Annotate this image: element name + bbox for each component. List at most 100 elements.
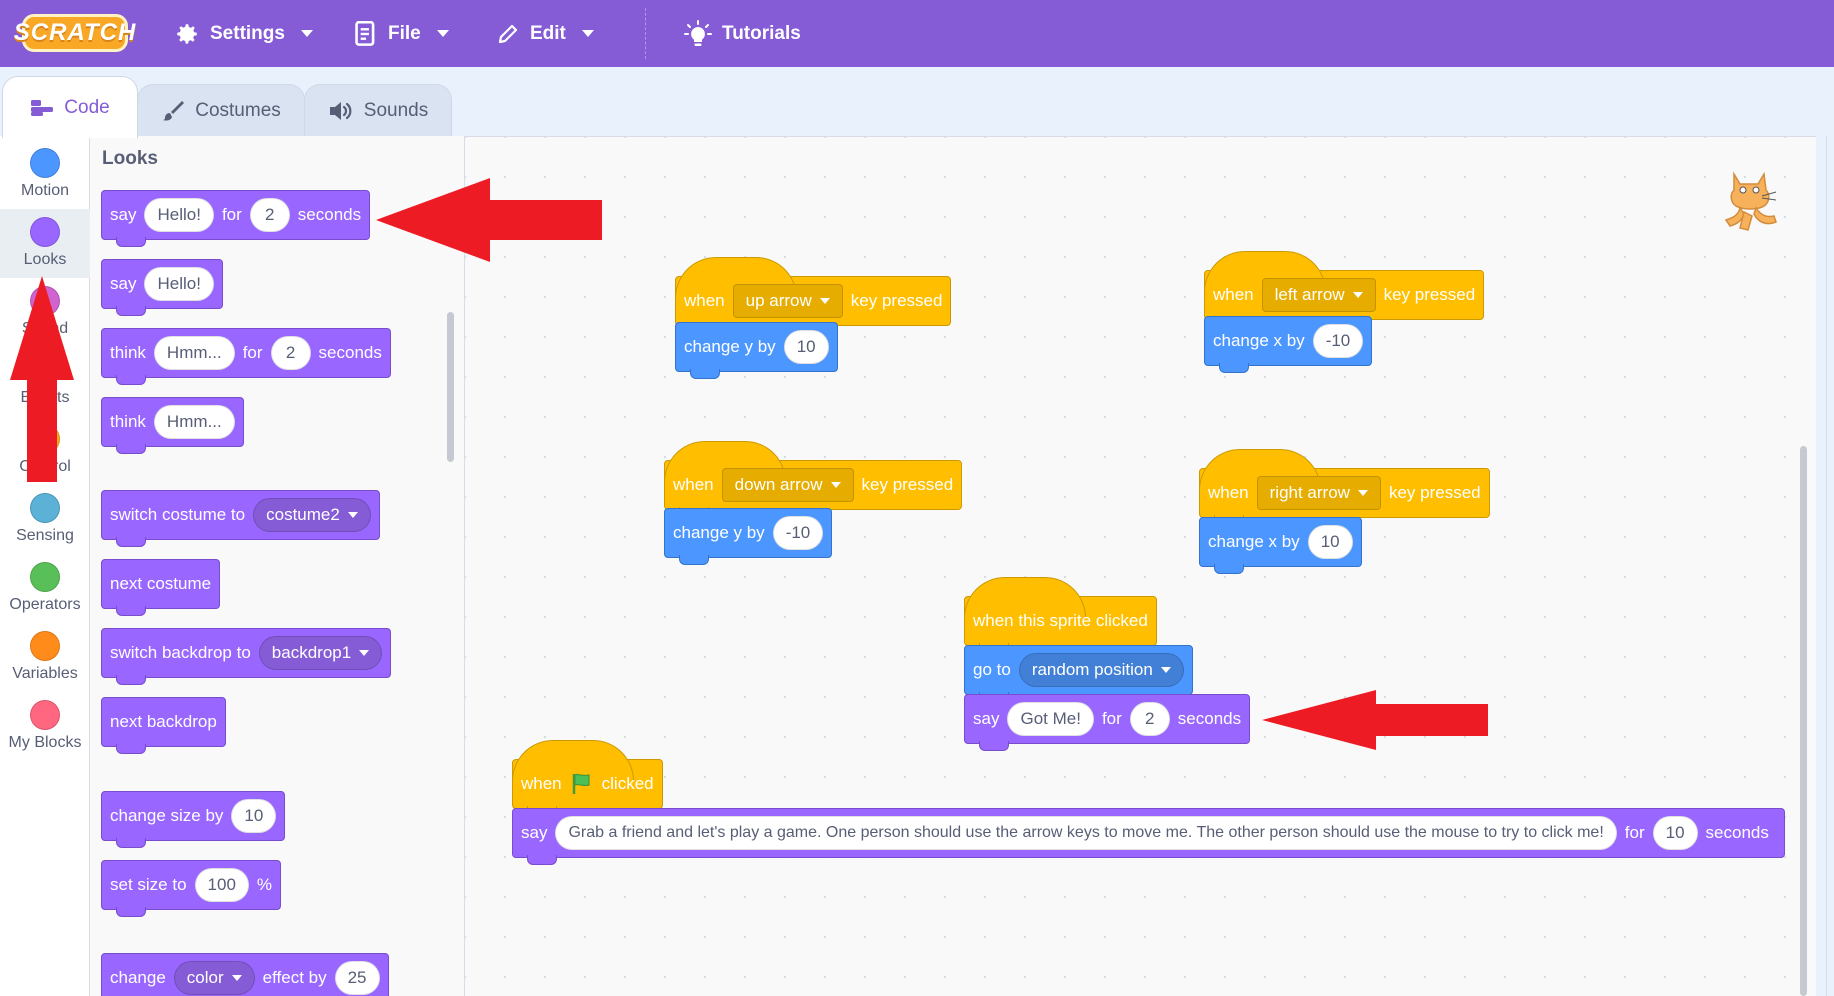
- block-text: key pressed: [1388, 483, 1481, 502]
- say-for-seconds-block[interactable]: say Grab a friend and let's play a game.…: [512, 808, 1785, 865]
- green-flag-icon: [572, 773, 590, 794]
- category-variables[interactable]: Variables: [0, 623, 90, 692]
- message-input[interactable]: Grab a friend and let's play a game. One…: [555, 816, 1617, 850]
- when-flag-clicked-hat[interactable]: when clicked: [512, 740, 663, 816]
- category-my-blocks[interactable]: My Blocks: [0, 692, 90, 761]
- effect-dropdown[interactable]: color: [173, 961, 255, 995]
- next-backdrop-block[interactable]: next backdrop: [101, 697, 226, 754]
- block-palette: Looks say Hello! for 2 seconds say Hello…: [90, 136, 465, 996]
- switch-backdrop-block[interactable]: switch backdrop to backdrop1: [101, 628, 392, 685]
- speaker-icon: [329, 101, 352, 120]
- file-menu[interactable]: File: [354, 0, 449, 67]
- next-costume-block[interactable]: next costume: [101, 559, 221, 616]
- go-to-block[interactable]: go to random position: [964, 645, 1193, 702]
- set-size-block[interactable]: set size to 100 %: [101, 860, 282, 917]
- block-text: say: [973, 709, 1000, 728]
- category-motion[interactable]: Motion: [0, 140, 90, 209]
- block-text: change y by: [673, 523, 765, 542]
- category-looks[interactable]: Looks: [0, 209, 90, 278]
- block-text: think: [110, 412, 146, 431]
- position-dropdown[interactable]: random position: [1018, 653, 1184, 687]
- block-text: when: [673, 475, 714, 494]
- change-x-block[interactable]: change x by -10: [1204, 316, 1373, 373]
- say-for-seconds-block[interactable]: say Hello! for 2 seconds: [101, 190, 371, 247]
- stage-panel-edge: [1826, 136, 1834, 996]
- tutorials-label: Tutorials: [722, 22, 801, 44]
- change-y-block[interactable]: change y by -10: [664, 508, 833, 565]
- block-text: when: [1208, 483, 1249, 502]
- change-y-block[interactable]: change y by 10: [675, 322, 838, 379]
- block-text: next costume: [110, 574, 212, 593]
- scratch-logo[interactable]: SCRATCH: [14, 14, 135, 52]
- palette-scrollbar[interactable]: [447, 312, 454, 462]
- block-text: when: [521, 774, 562, 793]
- file-icon: [355, 20, 375, 46]
- settings-label: Settings: [210, 22, 285, 44]
- key-dropdown[interactable]: up arrow: [732, 284, 843, 318]
- message-input[interactable]: Hello!: [144, 267, 214, 301]
- size-input[interactable]: 100: [194, 868, 249, 902]
- block-text: change size by: [110, 806, 224, 825]
- message-input[interactable]: Got Me!: [1007, 702, 1094, 736]
- category-operators[interactable]: Operators: [0, 554, 90, 623]
- key-dropdown[interactable]: left arrow: [1261, 278, 1376, 312]
- when-key-pressed-hat[interactable]: when left arrow key pressed: [1204, 251, 1485, 327]
- message-input[interactable]: Hmm...: [153, 336, 235, 370]
- block-text: clicked: [601, 774, 654, 793]
- paintbrush-icon: [163, 100, 185, 121]
- value-input[interactable]: 10: [783, 330, 829, 364]
- category-sensing[interactable]: Sensing: [0, 485, 90, 554]
- annotation-arrow-left: [376, 178, 602, 262]
- say-for-seconds-block[interactable]: say Got Me! for 2 seconds: [964, 694, 1251, 751]
- category-label: Motion: [20, 182, 70, 199]
- switch-costume-block[interactable]: switch costume to costume2: [101, 490, 380, 547]
- tab-code[interactable]: Code: [2, 76, 138, 138]
- chevron-down-icon: [300, 30, 313, 37]
- value-input[interactable]: -10: [1312, 324, 1364, 358]
- say-block[interactable]: say Hello!: [101, 259, 223, 316]
- key-dropdown[interactable]: down arrow: [721, 468, 854, 502]
- tutorials-menu[interactable]: Tutorials: [684, 0, 801, 67]
- backdrop-dropdown[interactable]: backdrop1: [258, 636, 383, 670]
- seconds-input[interactable]: 2: [1129, 702, 1170, 736]
- category-label: Sensing: [16, 527, 74, 544]
- settings-menu[interactable]: Settings: [174, 0, 313, 67]
- seconds-input[interactable]: 2: [270, 336, 311, 370]
- block-text: when this sprite clicked: [973, 611, 1148, 630]
- block-text: seconds: [1705, 823, 1769, 842]
- key-dropdown[interactable]: right arrow: [1256, 476, 1381, 510]
- palette-section-title: Looks: [102, 148, 158, 169]
- seconds-input[interactable]: 2: [249, 198, 290, 232]
- think-block[interactable]: think Hmm...: [101, 397, 244, 454]
- sprite-cat-icon: [1724, 171, 1777, 231]
- when-key-pressed-hat[interactable]: when up arrow key pressed: [675, 257, 952, 333]
- block-text: seconds: [1177, 709, 1242, 728]
- workspace-scrollbar[interactable]: [1800, 446, 1807, 996]
- size-input[interactable]: 10: [231, 799, 277, 833]
- change-size-block[interactable]: change size by 10: [101, 791, 286, 848]
- script-area[interactable]: [465, 136, 1816, 996]
- block-text: change x by: [1213, 331, 1305, 350]
- message-input[interactable]: Hmm...: [153, 405, 235, 439]
- change-effect-block[interactable]: change color effect by 25: [101, 953, 389, 996]
- message-input[interactable]: Hello!: [144, 198, 214, 232]
- tab-costumes[interactable]: Costumes: [137, 84, 305, 136]
- edit-menu[interactable]: Edit: [496, 0, 594, 67]
- when-sprite-clicked-hat[interactable]: when this sprite clicked: [964, 577, 1157, 653]
- seconds-input[interactable]: 10: [1652, 816, 1698, 850]
- when-key-pressed-hat[interactable]: when right arrow key pressed: [1199, 449, 1490, 525]
- annotation-arrow-up: [10, 276, 74, 482]
- think-for-seconds-block[interactable]: think Hmm... for 2 seconds: [101, 328, 391, 385]
- effect-input[interactable]: 25: [334, 961, 380, 995]
- when-key-pressed-hat[interactable]: when down arrow key pressed: [664, 441, 963, 517]
- change-x-block[interactable]: change x by 10: [1199, 517, 1362, 574]
- category-label: My Blocks: [8, 734, 82, 751]
- costume-dropdown[interactable]: costume2: [253, 498, 371, 532]
- code-icon: [31, 99, 54, 116]
- value-input[interactable]: 10: [1307, 525, 1353, 559]
- block-text: %: [256, 875, 273, 894]
- value-input[interactable]: -10: [772, 516, 824, 550]
- chevron-down-icon: [581, 30, 594, 37]
- tab-sounds[interactable]: Sounds: [304, 84, 452, 136]
- motion-category-icon: [30, 148, 60, 178]
